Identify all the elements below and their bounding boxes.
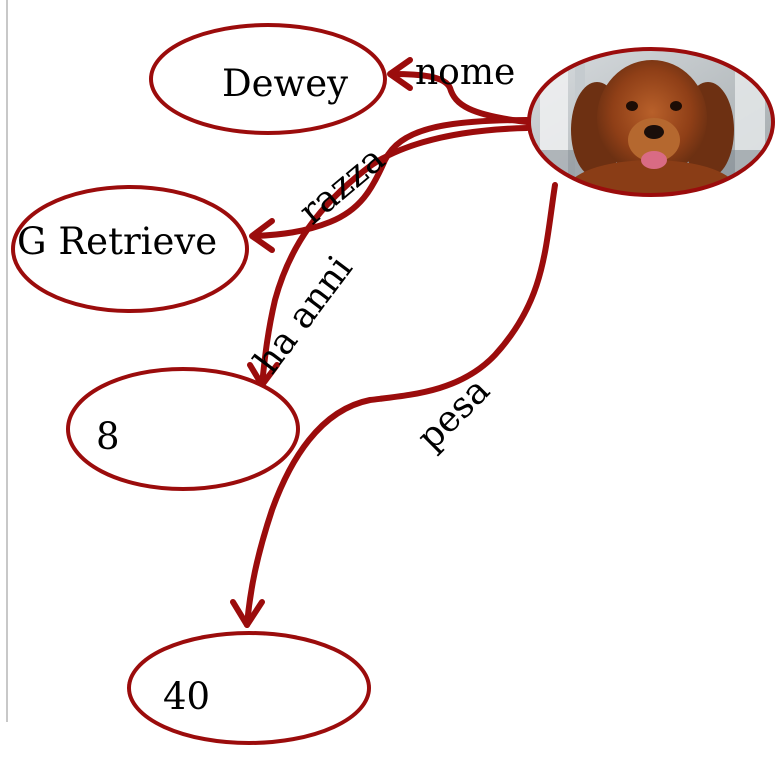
node-weight-ellipse <box>127 631 371 745</box>
node-weight-label: 40 <box>163 675 210 718</box>
edge-label-ha-anni: ha anni <box>246 249 360 382</box>
node-breed: G Retrieve <box>11 185 249 313</box>
edge-label-nome: nome <box>415 52 515 93</box>
node-weight: 40 <box>127 631 371 745</box>
node-age: 8 <box>66 367 300 491</box>
node-age-label: 8 <box>96 415 120 458</box>
dog-photo <box>527 47 775 197</box>
node-breed-label: G Retrieve <box>17 220 217 263</box>
dog-photo-frame <box>527 47 775 197</box>
edge-nome <box>387 57 530 125</box>
node-age-ellipse <box>66 367 300 491</box>
edge-razza <box>249 117 530 253</box>
edge-pesa <box>230 182 558 628</box>
node-breed-ellipse <box>11 185 249 313</box>
node-dewey: Dewey <box>149 23 387 135</box>
node-dewey-ellipse <box>149 23 387 135</box>
node-dewey-label: Dewey <box>222 62 348 105</box>
